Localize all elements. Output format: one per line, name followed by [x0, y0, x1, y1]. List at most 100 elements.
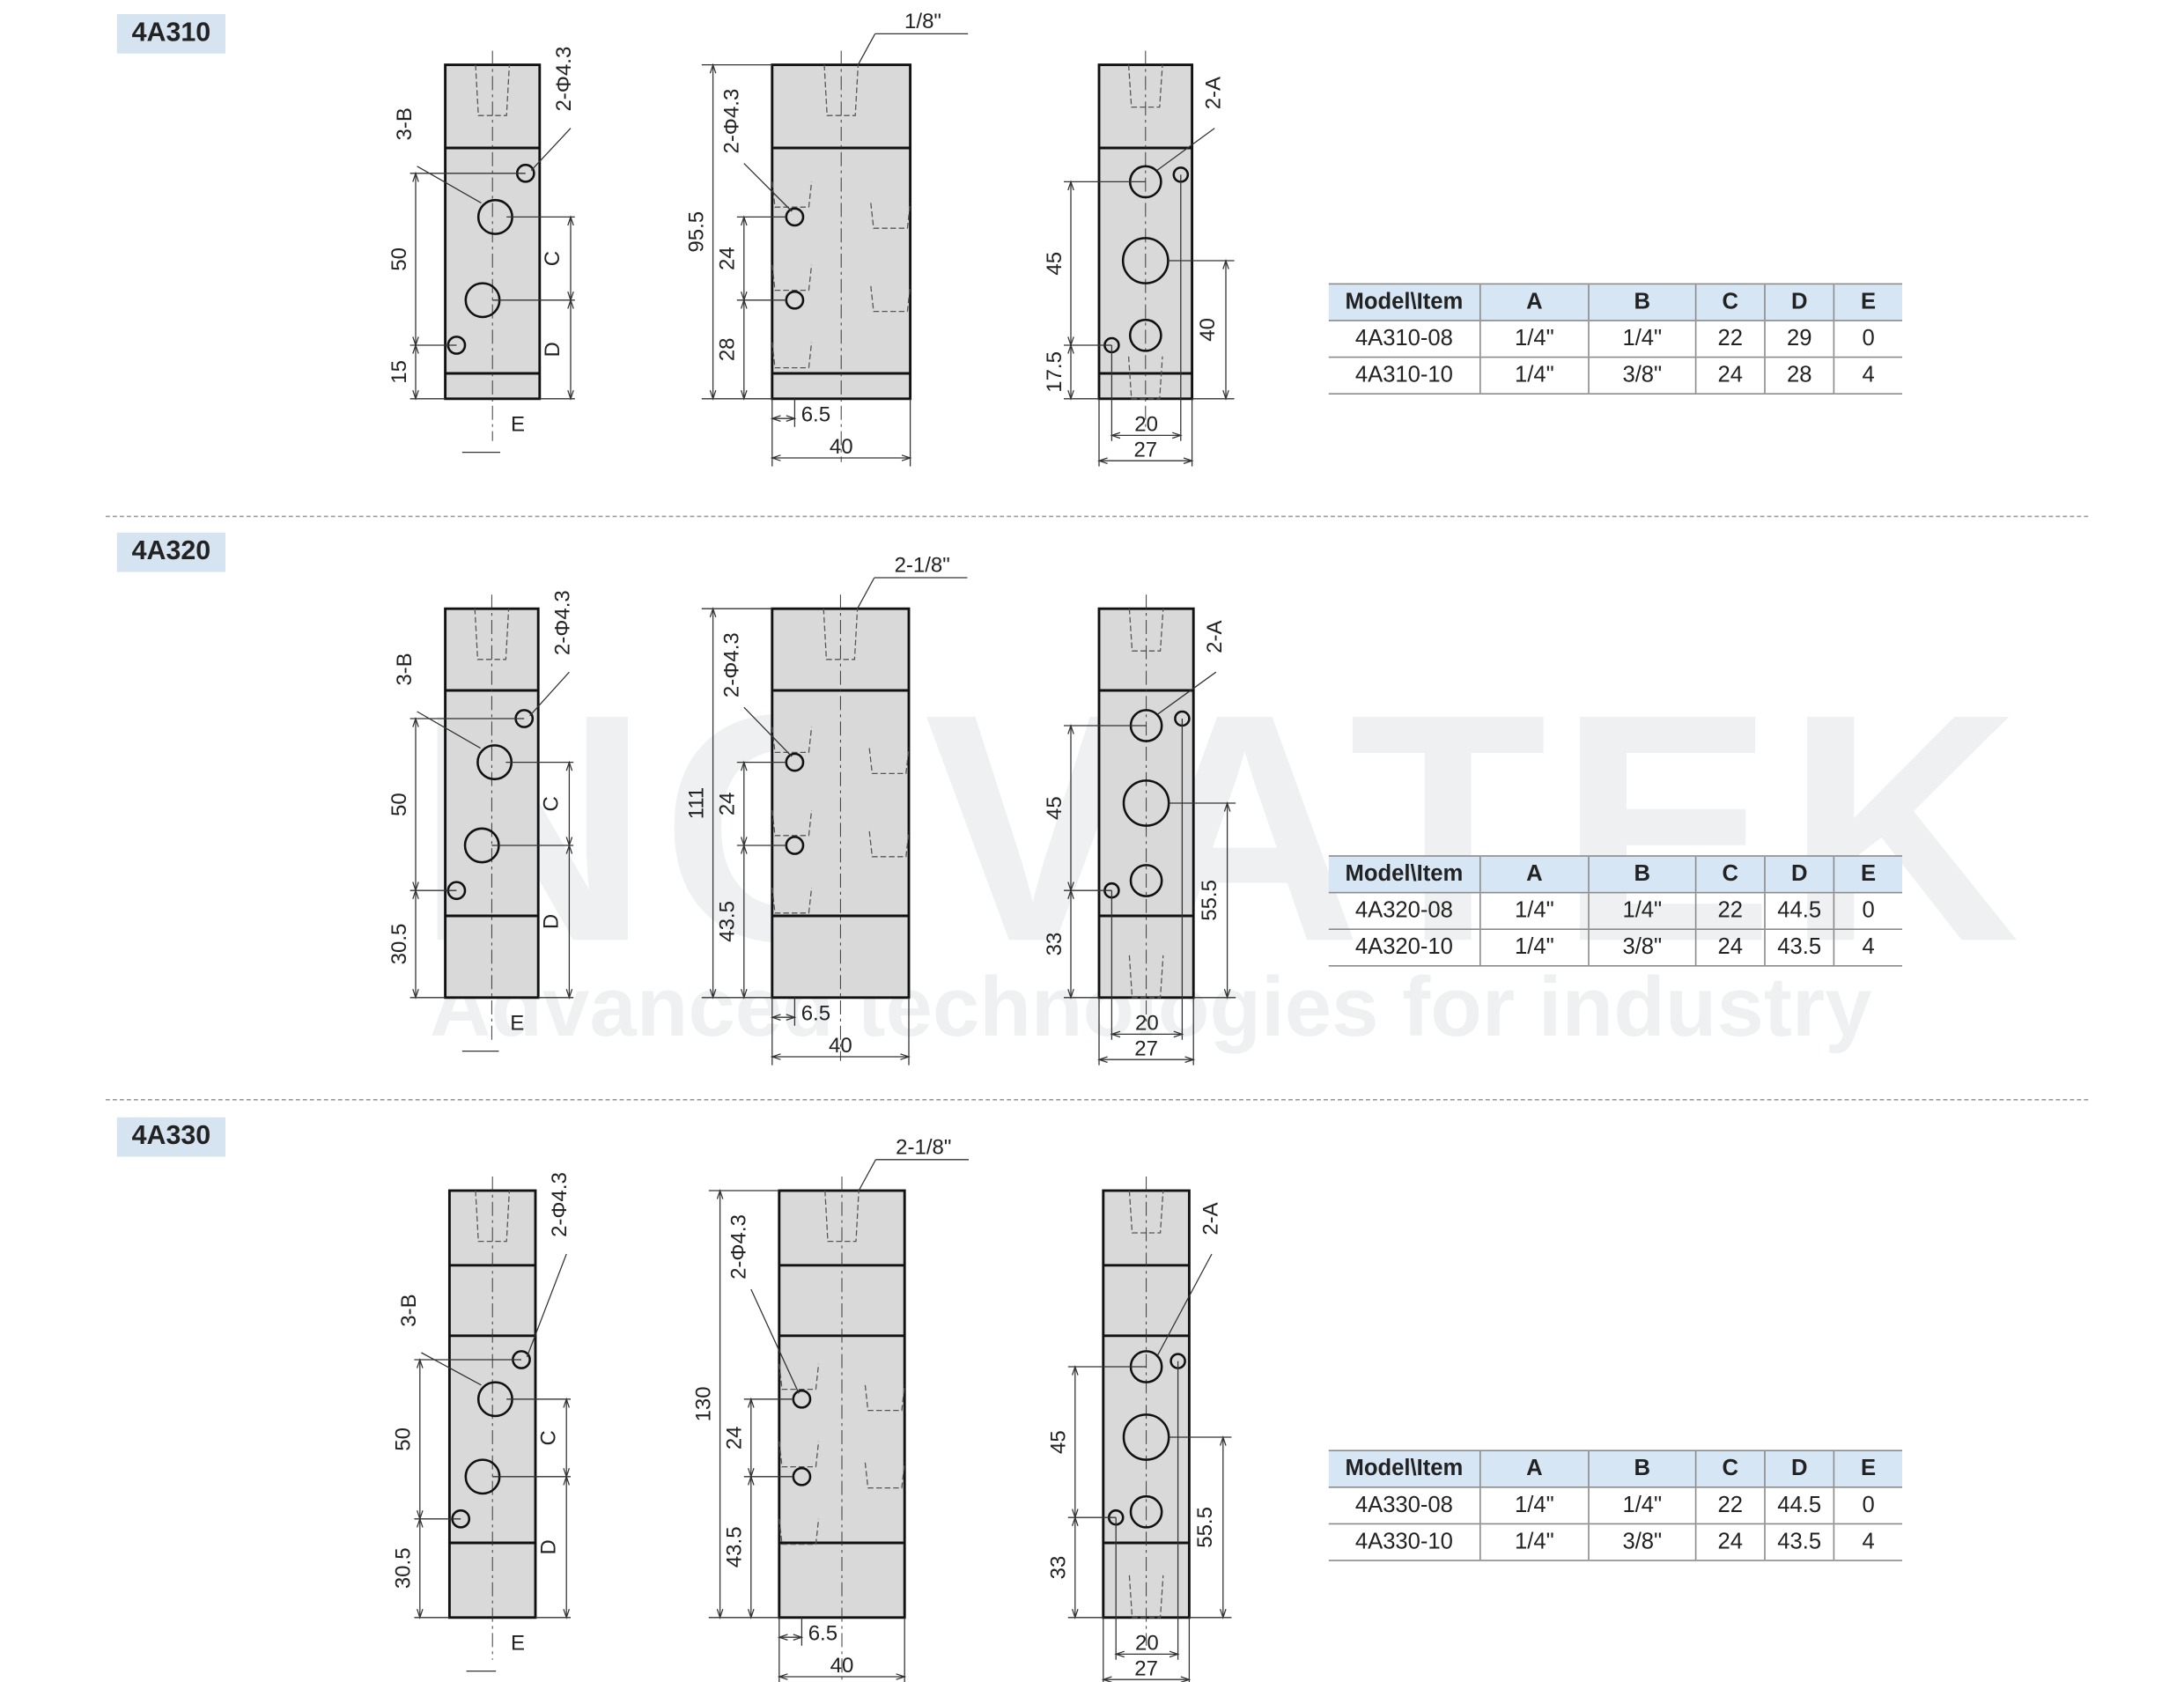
dimension-arrow	[1219, 1435, 1227, 1619]
hidden-thread	[824, 1190, 860, 1243]
dimension-label: 55.5	[1198, 880, 1221, 921]
column-header: B	[1588, 1450, 1696, 1488]
leader-line	[750, 1288, 800, 1394]
table-cell: 24	[1694, 929, 1765, 967]
table-cell: 1/4"	[1588, 892, 1696, 931]
dimension-label: 43.5	[723, 1526, 747, 1568]
dimension-label: 27	[1133, 438, 1157, 461]
dimension-label: 33	[1047, 1556, 1071, 1580]
column-header: A	[1479, 1450, 1589, 1488]
leader-line	[1157, 671, 1217, 715]
port-hole	[1129, 1494, 1163, 1529]
hidden-thread	[1128, 955, 1164, 999]
dimension-label-e: E	[511, 413, 525, 437]
dimension-label-e: E	[510, 1012, 524, 1036]
column-header: Model\Item	[1328, 283, 1480, 321]
dimension-label: 40	[830, 435, 853, 459]
dimension-arrow	[740, 298, 748, 401]
leader-line	[858, 1159, 876, 1191]
port-callout: 3-B	[393, 107, 417, 140]
dimension-arrow	[709, 607, 717, 1000]
dimension-label: 30.5	[392, 1547, 416, 1589]
table-cell: 0	[1833, 1487, 1902, 1525]
table-cell: 1/4"	[1479, 929, 1589, 967]
table-cell: 29	[1764, 321, 1834, 358]
dimension-arrow	[770, 415, 797, 423]
hidden-port	[778, 1363, 820, 1391]
table-cell: 1/4"	[1479, 357, 1589, 395]
hidden-port	[870, 285, 911, 313]
dimension-arrow	[412, 343, 419, 401]
table-cell: 4A330-10	[1328, 1523, 1480, 1561]
hidden-port	[771, 181, 813, 208]
dimension-label: 130	[691, 1386, 715, 1421]
dimension-label: 95.5	[684, 211, 708, 253]
hidden-port	[778, 1441, 820, 1468]
hidden-port	[868, 748, 910, 775]
port-hole	[1128, 318, 1162, 352]
dimension-label: C	[541, 251, 564, 266]
hidden-thread	[1128, 1575, 1164, 1619]
column-header: B	[1588, 283, 1696, 321]
leader-line	[1156, 128, 1215, 172]
table-cell: 24	[1694, 357, 1765, 395]
dimension-label: 111	[684, 787, 708, 819]
dimension-label: 40	[1196, 318, 1220, 342]
dimension-arrow	[1101, 1676, 1192, 1682]
column-header: E	[1833, 1450, 1902, 1488]
table-cell: 3/8"	[1588, 1523, 1696, 1561]
table-cell: 4	[1833, 929, 1902, 967]
dimension-arrow	[1110, 432, 1183, 439]
section-label-4a310: 4A310	[116, 14, 225, 54]
dimension-label-e: E	[511, 1632, 525, 1656]
dimension-label: 17.5	[1043, 351, 1066, 393]
dimension-label: 28	[716, 337, 740, 361]
dimension-arrow	[777, 1673, 907, 1680]
thread-callout: 1/8"	[904, 10, 941, 33]
table-cell: 4A310-10	[1328, 357, 1480, 395]
column-header: D	[1764, 283, 1834, 321]
table-cell: 44.5	[1764, 1487, 1834, 1525]
section-label-4a330: 4A330	[116, 1117, 225, 1157]
column-header: E	[1833, 283, 1902, 321]
table-cell: 43.5	[1764, 929, 1834, 967]
column-header: A	[1479, 283, 1589, 321]
dimension-label: D	[536, 1539, 560, 1554]
port-callout: 2-A	[1203, 621, 1227, 653]
dimension-label: 45	[1043, 252, 1066, 276]
dimension-label: 40	[830, 1654, 854, 1678]
hidden-thread	[823, 64, 860, 116]
table-cell: 4A320-08	[1328, 892, 1480, 931]
dimension-label: 40	[829, 1034, 852, 1058]
dimension-arrow	[1067, 889, 1074, 1000]
hidden-port	[778, 1518, 820, 1546]
table-cell: 1/4"	[1479, 321, 1589, 358]
table-cell: 0	[1833, 321, 1902, 358]
table-cell: 0	[1833, 892, 1902, 931]
dimension-arrow	[709, 63, 717, 401]
dimension-label: 45	[1047, 1430, 1071, 1454]
port-callout: 3-B	[393, 653, 417, 685]
hidden-thread	[823, 609, 859, 660]
table-cell: 1/4"	[1479, 1487, 1589, 1525]
dimension-label: 6.5	[808, 1621, 837, 1645]
table-cell: 1/4"	[1479, 1523, 1589, 1561]
table-cell: 4A320-10	[1328, 929, 1480, 967]
dimension-arrow	[563, 1474, 571, 1619]
table-cell: 4A310-08	[1328, 321, 1480, 358]
dimension-arrow	[1096, 457, 1194, 465]
dimension-arrow	[1222, 258, 1229, 401]
column-header: C	[1694, 855, 1765, 894]
column-header: C	[1694, 283, 1765, 321]
leader-line	[530, 128, 572, 172]
leader-line	[1156, 1253, 1213, 1356]
hidden-port	[864, 1384, 905, 1412]
